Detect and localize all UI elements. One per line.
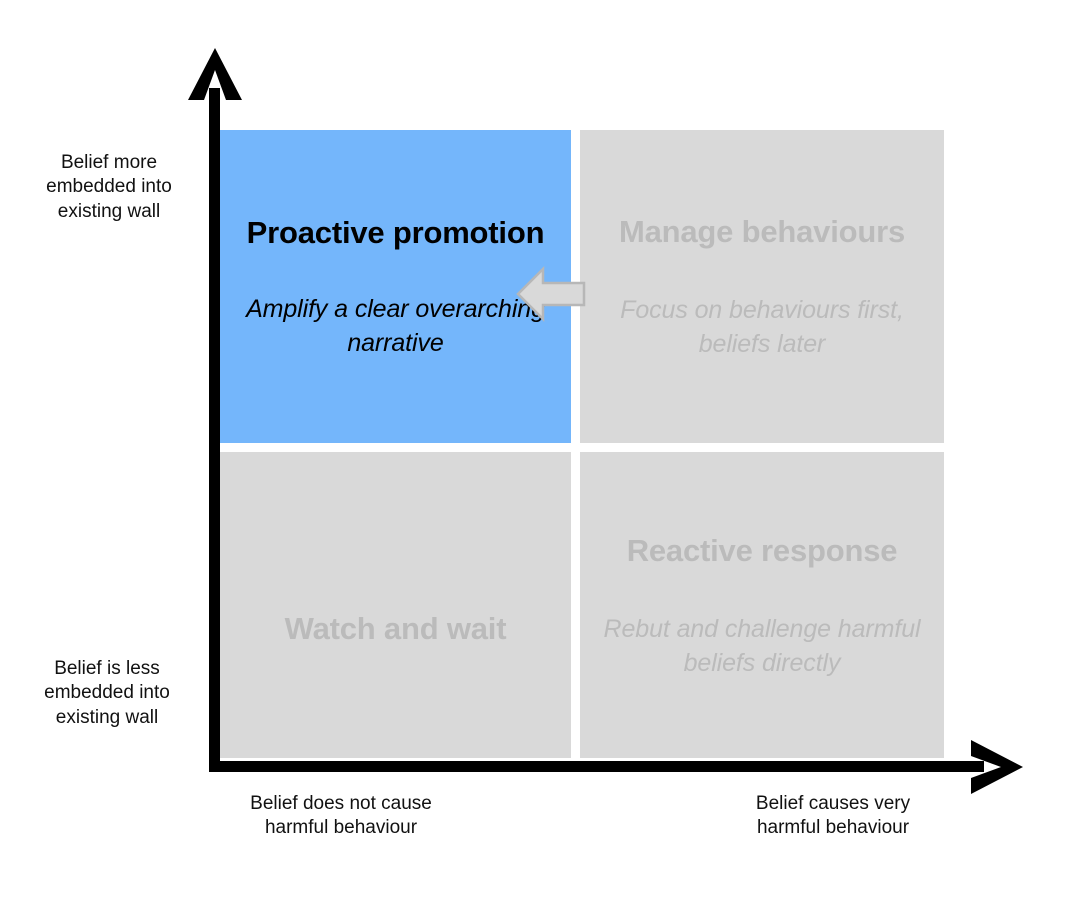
- y-axis-bottom-caption: Belief is less embedded into existing wa…: [44, 658, 170, 728]
- quadrant-subtitle: Focus on behaviours first, beliefs later: [620, 296, 904, 359]
- quadrant-title: Proactive promotion: [246, 215, 545, 251]
- x-axis-left-caption: Belief does not cause harmful behaviour: [250, 793, 432, 839]
- quadrant-manage-behaviours[interactable]: Manage behaviours Focus on behaviours fi…: [580, 130, 944, 443]
- quadrant-title: Manage behaviours: [618, 214, 905, 250]
- quadrant-watch-and-wait[interactable]: Watch and wait: [220, 452, 571, 758]
- quadrant-subtitle: Rebut and challenge harmful beliefs dire…: [603, 614, 921, 677]
- transition-arrow-left-icon: [516, 265, 586, 323]
- y-axis-arrowhead-icon: [188, 48, 242, 100]
- y-axis-top-caption: Belief more embedded into existing wall: [46, 152, 172, 222]
- x-axis-right-caption: Belief causes very harmful behaviour: [755, 793, 911, 839]
- quadrant-reactive-response[interactable]: Reactive response Rebut and challenge ha…: [580, 452, 944, 758]
- quadrant-title: Watch and wait: [284, 611, 507, 647]
- quadrant-proactive-promotion[interactable]: Proactive promotion Amplify a clear over…: [220, 130, 571, 443]
- x-axis-line: [209, 761, 984, 772]
- x-axis-arrowhead-icon: [971, 740, 1023, 794]
- quadrant-subtitle: Amplify a clear overarching narrative: [246, 295, 545, 358]
- y-axis-line: [209, 88, 220, 772]
- quadrant-grid: Proactive promotion Amplify a clear over…: [220, 130, 944, 758]
- quadrant-title: Reactive response: [626, 532, 898, 568]
